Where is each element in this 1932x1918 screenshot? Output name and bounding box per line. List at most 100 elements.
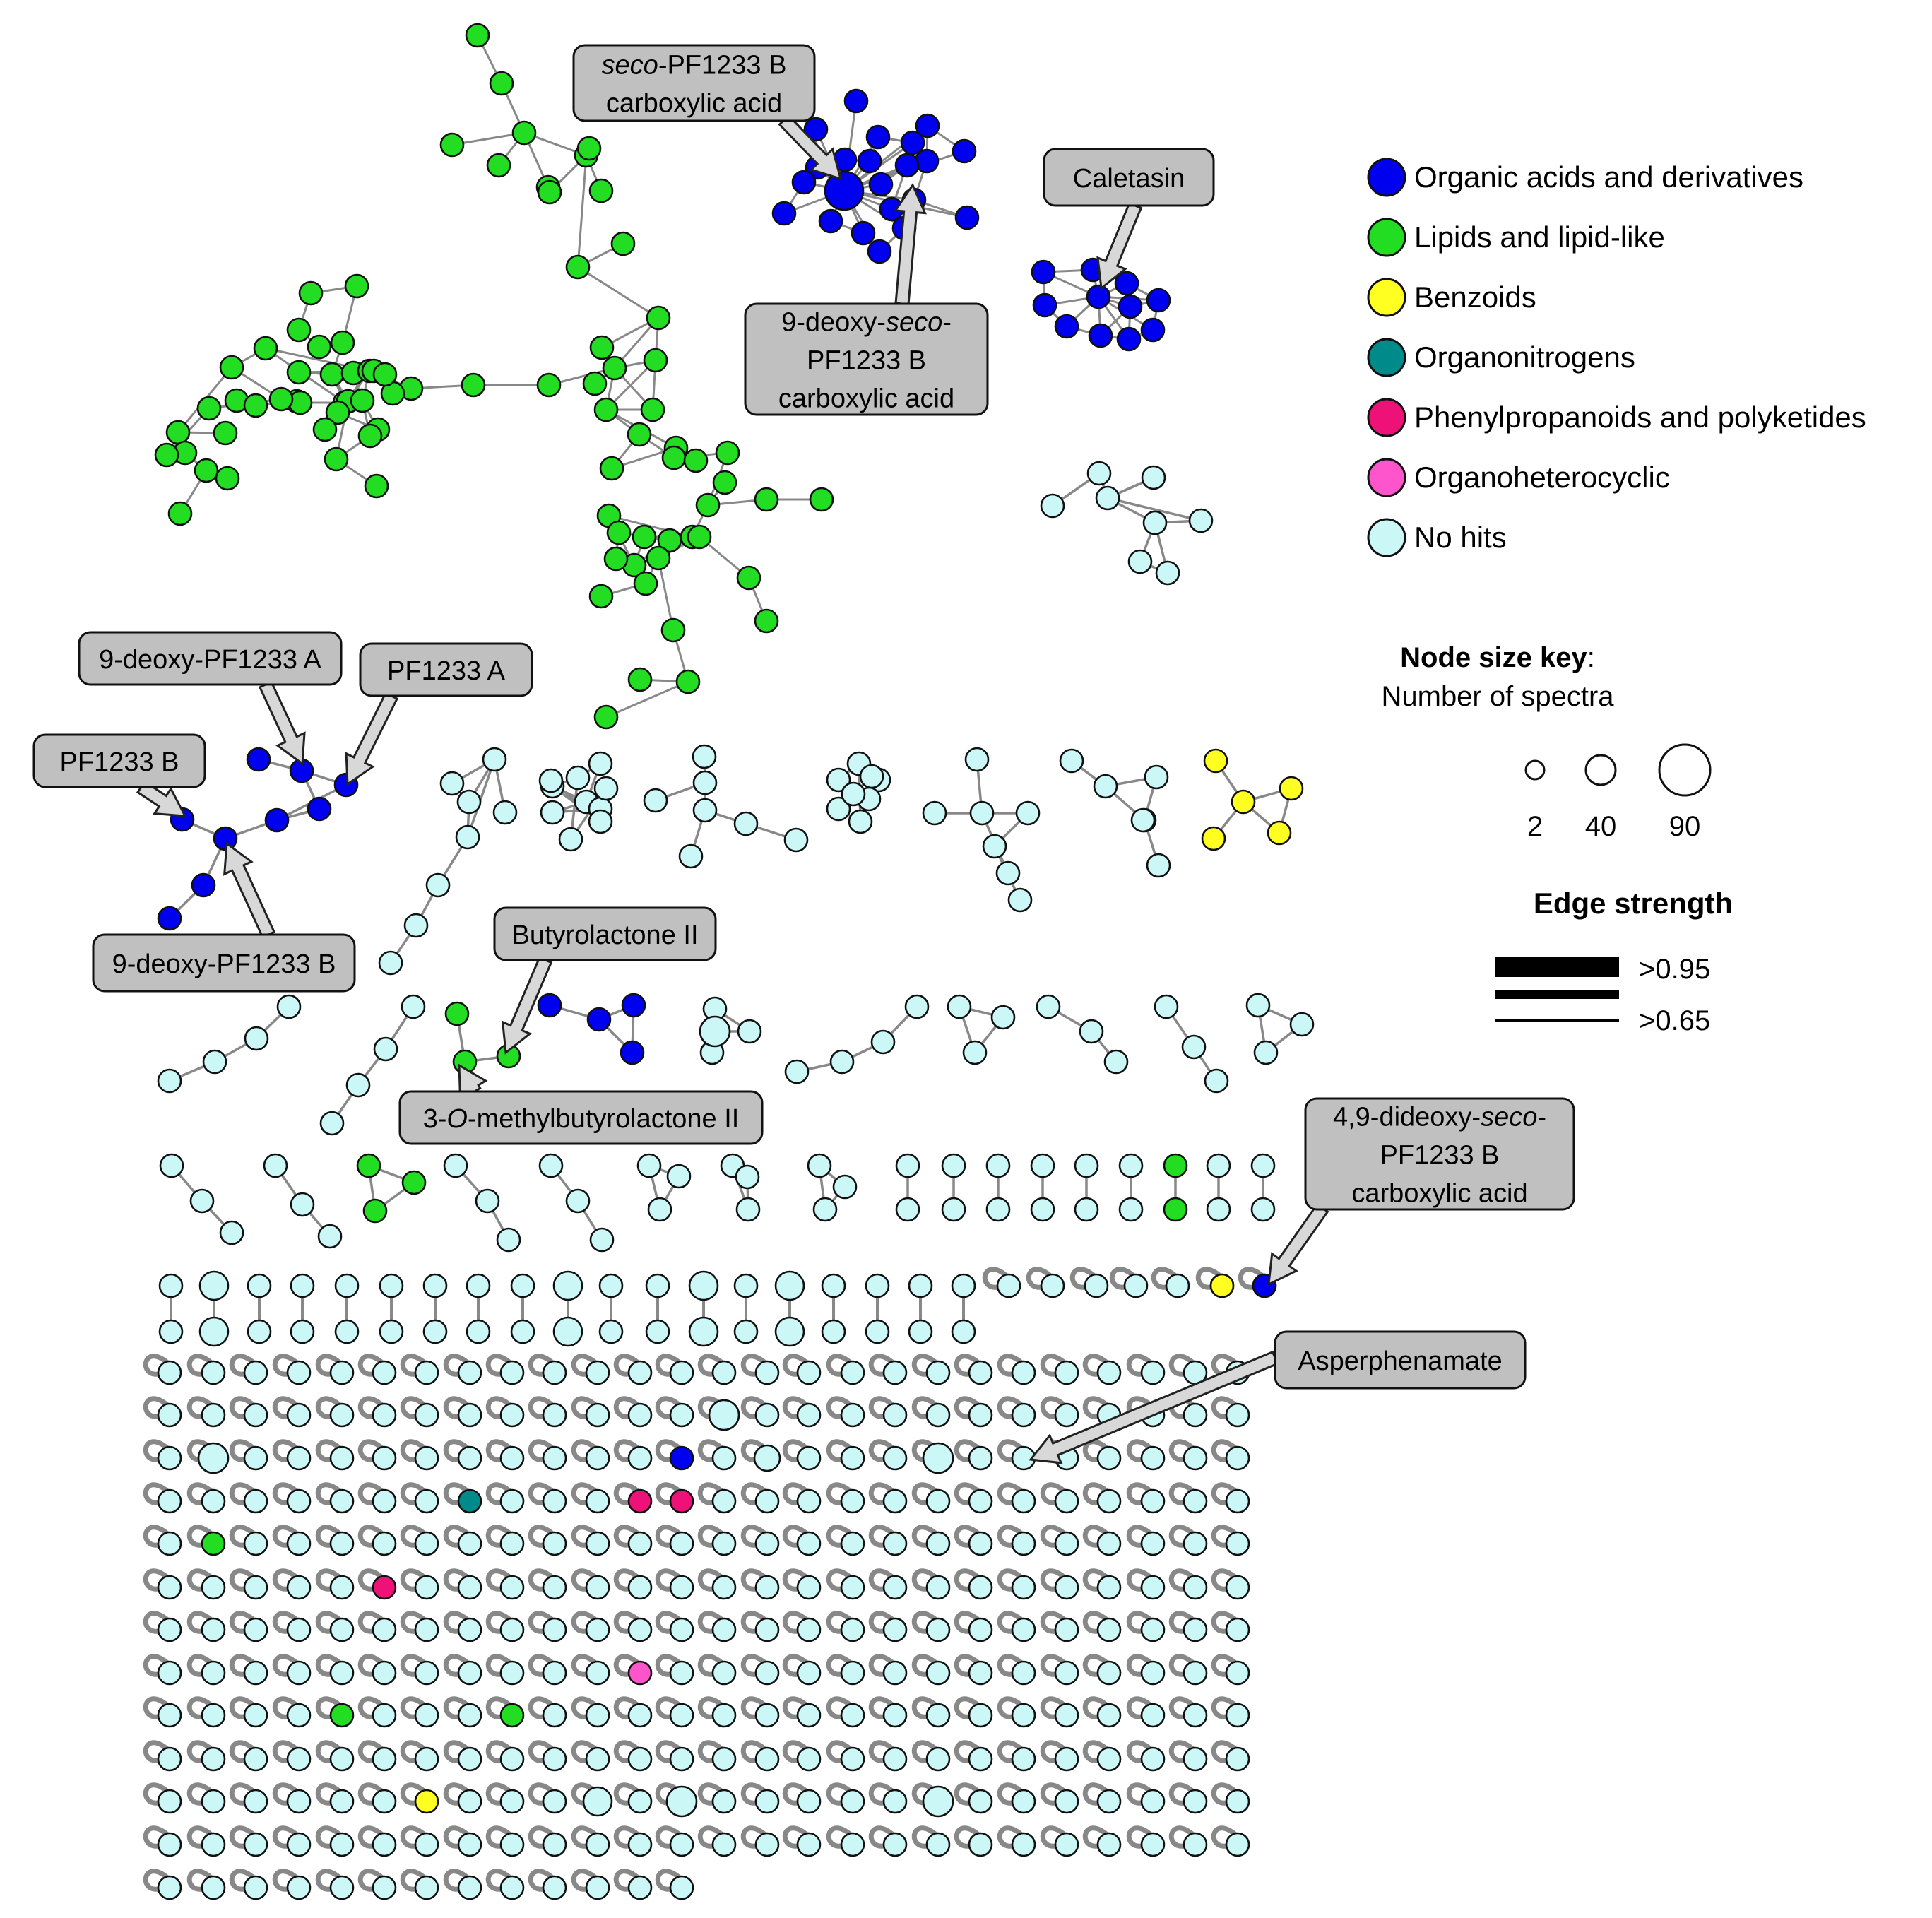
singleton-node[interactable] xyxy=(840,1402,865,1428)
singleton-node[interactable] xyxy=(243,1488,268,1514)
lipid-node[interactable] xyxy=(324,446,349,472)
unannotated-node[interactable] xyxy=(826,767,851,793)
singleton-node[interactable] xyxy=(542,1660,567,1686)
lipid-node[interactable] xyxy=(486,153,511,178)
singleton-node[interactable] xyxy=(840,1746,865,1772)
pair-node[interactable] xyxy=(821,1273,846,1298)
small-cluster-node[interactable] xyxy=(1074,1153,1099,1178)
singleton-node[interactable] xyxy=(542,1360,567,1385)
pair-node[interactable] xyxy=(334,1273,360,1298)
singleton-node[interactable] xyxy=(372,1402,397,1428)
singleton-node[interactable] xyxy=(1140,1445,1166,1471)
singleton-node[interactable] xyxy=(499,1660,525,1686)
singleton-node[interactable] xyxy=(665,1785,698,1818)
singleton-node[interactable] xyxy=(201,1875,226,1900)
lipid-node[interactable] xyxy=(643,348,668,373)
unannotated-node[interactable] xyxy=(692,770,718,795)
singleton-node[interactable] xyxy=(840,1445,865,1471)
singleton-node[interactable] xyxy=(1183,1789,1208,1814)
pair-node[interactable] xyxy=(908,1273,933,1298)
singleton-node[interactable] xyxy=(157,1360,182,1385)
benzoid-node[interactable] xyxy=(1279,776,1304,801)
singleton-node[interactable] xyxy=(542,1746,567,1772)
organic-acid-node[interactable] xyxy=(851,220,876,246)
singleton-node[interactable] xyxy=(197,1442,230,1474)
lipid-node[interactable] xyxy=(461,372,486,398)
small-cluster-node[interactable] xyxy=(496,1227,521,1253)
singleton-node[interactable] xyxy=(542,1875,567,1900)
singleton-node[interactable] xyxy=(372,1531,397,1556)
singleton-node[interactable] xyxy=(457,1789,482,1814)
pair-node[interactable] xyxy=(865,1273,890,1298)
singleton-node[interactable] xyxy=(1054,1746,1079,1772)
singleton-node[interactable] xyxy=(1011,1789,1036,1814)
small-cluster-node[interactable] xyxy=(401,994,426,1019)
singleton-node[interactable] xyxy=(968,1660,993,1686)
singleton-node[interactable] xyxy=(1225,1617,1250,1642)
lipid-node[interactable] xyxy=(646,545,671,571)
pair-node[interactable] xyxy=(198,1316,230,1347)
lipid-node[interactable] xyxy=(215,466,240,491)
lipid-node[interactable] xyxy=(536,372,562,398)
unannotated-node[interactable] xyxy=(588,751,613,776)
singleton-node[interactable] xyxy=(627,1531,653,1556)
pair-node[interactable] xyxy=(645,1319,670,1344)
lipid-node[interactable] xyxy=(715,440,740,466)
small-cluster-node[interactable] xyxy=(538,1153,564,1178)
pair-node[interactable] xyxy=(466,1273,491,1298)
unannotated-node[interactable] xyxy=(455,824,480,850)
small-cluster-node[interactable] xyxy=(589,1227,615,1253)
singleton-node[interactable] xyxy=(542,1832,567,1857)
singleton-node[interactable] xyxy=(585,1703,610,1728)
small-cluster-node[interactable] xyxy=(895,1197,920,1222)
singleton-node[interactable] xyxy=(157,1488,182,1514)
singleton-node[interactable] xyxy=(1011,1488,1036,1514)
singleton-node[interactable] xyxy=(157,1789,182,1814)
singleton-node[interactable] xyxy=(1040,1273,1065,1298)
lipid-node[interactable] xyxy=(683,448,709,473)
singleton-node[interactable] xyxy=(840,1789,865,1814)
singleton-node[interactable] xyxy=(925,1402,951,1428)
lipid-node[interactable] xyxy=(465,23,490,48)
unannotated-node[interactable] xyxy=(848,809,873,834)
lipid-node[interactable] xyxy=(606,520,632,545)
unannotated-node[interactable] xyxy=(1095,485,1120,511)
singleton-node[interactable] xyxy=(243,1402,268,1428)
singleton-node[interactable] xyxy=(1084,1273,1109,1298)
singleton-node[interactable] xyxy=(329,1660,355,1686)
lipid-node[interactable] xyxy=(603,546,629,572)
small-cluster-node[interactable] xyxy=(1118,1153,1144,1178)
unannotated-node[interactable] xyxy=(1144,764,1169,790)
singleton-node[interactable] xyxy=(329,1445,355,1471)
small-cluster-node[interactable] xyxy=(189,1188,215,1214)
singleton-node[interactable] xyxy=(329,1789,355,1814)
lipid-node[interactable] xyxy=(627,422,652,447)
singleton-node[interactable] xyxy=(796,1488,822,1514)
singleton-node[interactable] xyxy=(669,1703,694,1728)
unannotated-node[interactable] xyxy=(859,764,884,789)
singleton-node[interactable] xyxy=(329,1746,355,1772)
singleton-node[interactable] xyxy=(1183,1703,1208,1728)
pair-node[interactable] xyxy=(774,1316,805,1347)
singleton-node[interactable] xyxy=(457,1617,482,1642)
singleton-node[interactable] xyxy=(243,1875,268,1900)
singleton-node[interactable] xyxy=(922,1785,954,1818)
singleton-node[interactable] xyxy=(372,1789,397,1814)
singleton-node[interactable] xyxy=(329,1575,355,1600)
lipid-node[interactable] xyxy=(243,393,268,418)
singleton-node[interactable] xyxy=(286,1402,312,1428)
singleton-node[interactable] xyxy=(882,1832,908,1857)
singleton-node[interactable] xyxy=(1054,1402,1079,1428)
singleton-node[interactable] xyxy=(457,1445,482,1471)
small-cluster-node[interactable] xyxy=(812,1197,838,1222)
singleton-node[interactable] xyxy=(201,1832,226,1857)
unannotated-node[interactable] xyxy=(588,809,613,834)
unannotated-node[interactable] xyxy=(425,872,451,898)
small-cluster-node[interactable] xyxy=(244,1026,269,1051)
pair-node[interactable] xyxy=(247,1273,272,1298)
singleton-node[interactable] xyxy=(499,1488,525,1514)
singleton-node[interactable] xyxy=(542,1575,567,1600)
singleton-node[interactable] xyxy=(882,1360,908,1385)
unannotated-node[interactable] xyxy=(841,781,866,807)
unannotated-node[interactable] xyxy=(692,744,717,769)
